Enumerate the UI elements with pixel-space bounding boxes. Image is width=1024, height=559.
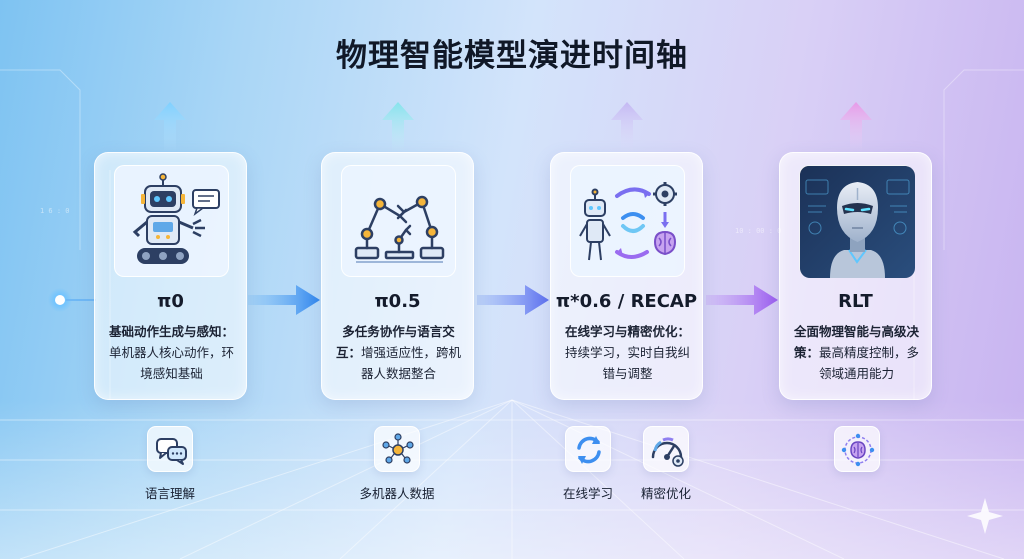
up-arrow-1 <box>154 102 186 152</box>
up-arrow-4 <box>840 102 872 152</box>
up-arrow-3 <box>611 102 643 152</box>
feature-label: 在线学习 <box>562 486 613 501</box>
stage-card-pi0: π0 基础动作生成与感知：单机器人核心动作，环境感知基础 <box>94 152 247 400</box>
svg-text:1 6 : 0: 1 6 : 0 <box>40 207 70 215</box>
svg-text:10 : 00 : 0: 10 : 00 : 0 <box>735 227 781 235</box>
stage-name: π0.5 <box>374 291 421 312</box>
flow-arrow-1 <box>248 285 320 315</box>
stage-card-pi0-5: π0.5 多任务协作与语言交互：增强适应性，跨机器人数据整合 <box>321 152 474 400</box>
humanoid-ai-icon <box>799 165 915 278</box>
robot-learning-cycle-icon <box>570 165 685 277</box>
stage-name: RLT <box>838 291 873 312</box>
robot-arms-icon <box>341 165 456 277</box>
timeline-start-dot <box>48 288 72 312</box>
brain-network-icon <box>834 426 880 472</box>
timeline-start-line <box>66 299 96 301</box>
flow-arrow-2 <box>477 285 549 315</box>
up-arrow-2 <box>382 102 414 152</box>
flow-arrow-3 <box>706 285 778 315</box>
stage-name: π*0.6 / RECAP <box>555 291 698 312</box>
network-people-icon <box>374 426 420 472</box>
stage-name: π0 <box>157 291 184 312</box>
chat-bubbles-icon <box>147 426 193 472</box>
page-title: 物理智能模型演进时间轴 <box>336 38 688 74</box>
feature-label: 多机器人数据 <box>359 486 435 501</box>
refresh-cycle-icon <box>565 426 611 472</box>
stage-card-rlt: RLT 全面物理智能与高级决策：最高精度控制，多领域通用能力 <box>779 152 932 400</box>
stage-card-pi-star-0-6-recap: π*0.6 / RECAP 在线学习与精密优化：持续学习，实时自我纠错与调整 <box>550 152 703 400</box>
stage-description: 基础动作生成与感知：单机器人核心动作，环境感知基础 <box>108 324 234 381</box>
stage-description: 多任务协作与语言交互：增强适应性，跨机器人数据整合 <box>335 324 462 381</box>
stage-description: 全面物理智能与高级决策：最高精度控制，多领域通用能力 <box>793 324 920 381</box>
feature-label: 精密优化 <box>640 486 691 501</box>
stage-description: 在线学习与精密优化：持续学习，实时自我纠错与调整 <box>564 324 690 381</box>
gauge-icon <box>643 426 689 472</box>
feature-label: 语言理解 <box>144 486 195 501</box>
robot-with-speech-bubble-icon <box>114 165 229 277</box>
